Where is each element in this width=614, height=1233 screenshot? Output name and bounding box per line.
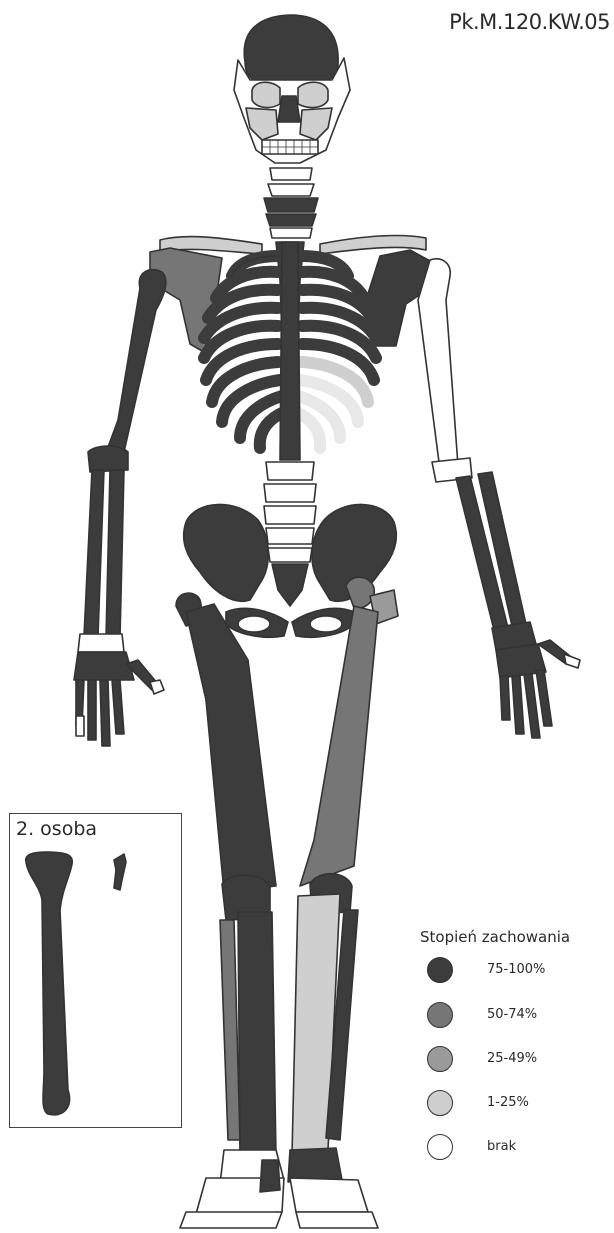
legend-swatch [427,957,453,983]
right-femur [300,606,378,886]
legend-item: 25-49% [427,1046,587,1076]
nasal [278,96,300,122]
lumbar-l4 [266,528,314,544]
right-femur-head [346,577,374,608]
right-finger-2 [512,676,524,734]
cervical-c3 [264,198,318,212]
left-hand-metacarpals [74,652,134,680]
legend-label: 25-49% [487,1051,537,1066]
left-thumbtip-missing [150,680,164,694]
legend-item: brak [427,1134,587,1164]
lumbar-l3 [264,506,316,524]
cervical-c1 [270,168,312,180]
inset-title: 2. osoba [16,818,97,840]
legend-label: 1-25% [487,1095,529,1110]
right-orbit [298,82,328,107]
right-tarsals [288,1148,342,1182]
cervical-c2 [268,184,314,196]
left-obturator [238,616,270,632]
right-thumbtip-missing [564,654,580,668]
right-obturator [310,616,342,632]
left-fingertip-missing [76,716,84,736]
right-finger-1 [500,676,510,720]
left-elbow [88,446,128,472]
right-humerus [418,259,458,470]
legend-swatch [427,1090,453,1116]
left-finger-3 [100,680,110,746]
legend-item: 50-74% [427,1002,587,1032]
cervical-c5 [270,228,312,238]
left-tibia [238,912,276,1160]
left-orbit [252,82,280,107]
right-foot-metatarsals [290,1178,368,1212]
legend-swatch [427,1134,453,1160]
legend-item: 75-100% [427,957,587,987]
lumbar-l1 [266,462,314,480]
left-ilium [184,504,269,601]
thoracic-spine [280,242,300,460]
left-fibula [220,920,240,1140]
legend-label: brak [487,1139,516,1154]
left-humerus [104,270,166,458]
right-toes [296,1212,378,1228]
left-toes [180,1212,282,1228]
legend-label: 75-100% [487,962,545,977]
lumbar-l2 [264,484,316,502]
cervical-c4 [266,214,316,226]
left-radius [84,470,104,636]
legend-item: 1-25% [427,1090,587,1120]
legend-label: 50-74% [487,1007,537,1022]
sacrum [272,564,308,606]
left-finger-4 [112,680,124,734]
left-calcaneus [260,1160,280,1192]
cranium [244,15,338,82]
left-finger-2 [88,680,96,740]
lumbar-l5 [268,548,312,562]
legend-title: Stopień zachowania [420,928,570,946]
left-ulna [106,470,124,638]
left-carpals [78,634,124,652]
legend-swatch [427,1002,453,1028]
legend-swatch [427,1046,453,1072]
right-finger-4 [536,670,552,726]
inset-second-individual: 2. osoba [9,813,182,1128]
left-femur [186,604,276,892]
